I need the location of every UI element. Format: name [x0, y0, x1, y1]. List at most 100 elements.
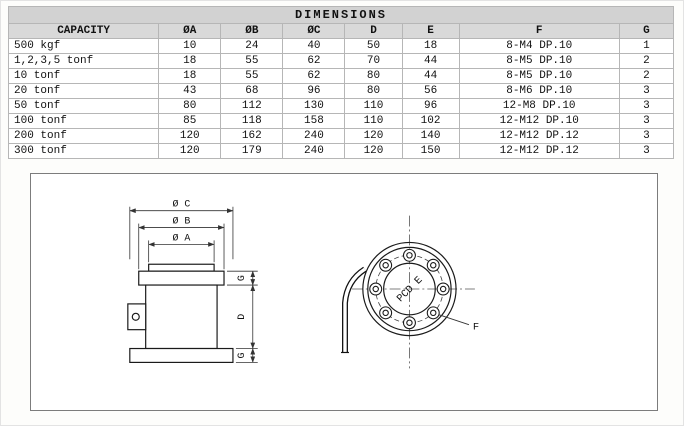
- value-cell: 12-M8 DP.10: [458, 98, 620, 114]
- bottom-flange: [129, 347, 234, 363]
- column-header-3: ØC: [282, 23, 346, 39]
- bolt-holes: [369, 248, 450, 330]
- value-cell: 8-M4 DP.10: [458, 38, 620, 54]
- value-cell: 120: [158, 128, 222, 144]
- column-header-0: CAPACITY: [7, 23, 160, 39]
- drawing-area: Ø C Ø B Ø A G D G: [30, 173, 658, 411]
- value-cell: 240: [282, 128, 346, 144]
- value-cell: 62: [282, 68, 346, 84]
- value-cell: 150: [401, 143, 460, 159]
- value-cell: 118: [220, 113, 284, 129]
- capacity-cell: 100 tonf: [7, 113, 160, 129]
- value-cell: 55: [220, 53, 284, 69]
- column-header-7: G: [618, 23, 675, 39]
- top-flange: [138, 270, 225, 286]
- value-cell: 162: [220, 128, 284, 144]
- value-cell: 10: [158, 38, 222, 54]
- value-cell: 3: [618, 143, 675, 159]
- dim-label-dia-a: Ø A: [172, 232, 190, 243]
- value-cell: 102: [401, 113, 460, 129]
- column-header-4: D: [344, 23, 403, 39]
- value-cell: 18: [158, 68, 222, 84]
- table-title: DIMENSIONS: [8, 6, 674, 24]
- body-cylinder: [145, 284, 218, 350]
- value-cell: 120: [344, 128, 403, 144]
- column-header-5: E: [401, 23, 460, 39]
- column-header-2: ØB: [220, 23, 284, 39]
- value-cell: 12-M12 DP.10: [458, 113, 620, 129]
- capacity-cell: 500 kgf: [7, 38, 160, 54]
- capacity-cell: 300 tonf: [7, 143, 160, 159]
- table-title-row: DIMENSIONS: [8, 6, 674, 24]
- value-cell: 44: [401, 53, 460, 69]
- load-cell-side-view: [127, 263, 234, 363]
- value-cell: 8-M5 DP.10: [458, 53, 620, 69]
- connector-hole: [131, 312, 140, 321]
- dim-label-d: D: [236, 314, 247, 320]
- value-cell: 179: [220, 143, 284, 159]
- cable: [341, 266, 367, 354]
- value-cell: 120: [158, 143, 222, 159]
- value-cell: 12-M12 DP.12: [458, 128, 620, 144]
- value-cell: 8-M6 DP.10: [458, 83, 620, 99]
- value-cell: 56: [401, 83, 460, 99]
- value-cell: 85: [158, 113, 222, 129]
- dim-label-dia-b: Ø B: [172, 216, 190, 227]
- value-cell: 2: [618, 53, 675, 69]
- value-cell: 110: [344, 98, 403, 114]
- value-cell: 44: [401, 68, 460, 84]
- dim-label-dia-c: Ø C: [172, 199, 190, 210]
- value-cell: 3: [618, 113, 675, 129]
- dim-label-g-bottom: G: [236, 352, 247, 358]
- value-cell: 3: [618, 128, 675, 144]
- capacity-cell: 50 tonf: [7, 98, 160, 114]
- value-cell: 120: [344, 143, 403, 159]
- value-cell: 3: [618, 98, 675, 114]
- value-cell: 96: [282, 83, 346, 99]
- value-cell: 24: [220, 38, 284, 54]
- flange-circles: [362, 241, 457, 337]
- value-cell: 80: [344, 83, 403, 99]
- value-cell: 43: [158, 83, 222, 99]
- value-cell: 96: [401, 98, 460, 114]
- value-cell: 112: [220, 98, 284, 114]
- top-boss: [148, 263, 215, 272]
- value-cell: 8-M5 DP.10: [458, 68, 620, 84]
- dim-label-g-top: G: [236, 275, 247, 281]
- f-label: F: [473, 322, 479, 334]
- value-cell: 240: [282, 143, 346, 159]
- value-cell: 18: [158, 53, 222, 69]
- load-cell-front-view: PCD E F: [341, 215, 479, 369]
- value-cell: 110: [344, 113, 403, 129]
- value-cell: 40: [282, 38, 346, 54]
- value-cell: 140: [401, 128, 460, 144]
- capacity-cell: 10 tonf: [7, 68, 160, 84]
- capacity-cell: 1,2,3,5 tonf: [7, 53, 160, 69]
- value-cell: 130: [282, 98, 346, 114]
- value-cell: 1: [618, 38, 675, 54]
- value-cell: 12-M12 DP.12: [458, 143, 620, 159]
- value-cell: 55: [220, 68, 284, 84]
- f-leader-line: [439, 314, 470, 326]
- value-cell: 158: [282, 113, 346, 129]
- value-cell: 18: [401, 38, 460, 54]
- capacity-cell: 200 tonf: [7, 128, 160, 144]
- column-header-1: ØA: [158, 23, 222, 39]
- value-cell: 2: [618, 68, 675, 84]
- value-cell: 3: [618, 83, 675, 99]
- value-cell: 68: [220, 83, 284, 99]
- value-cell: 70: [344, 53, 403, 69]
- technical-drawing: Ø C Ø B Ø A G D G: [127, 199, 479, 369]
